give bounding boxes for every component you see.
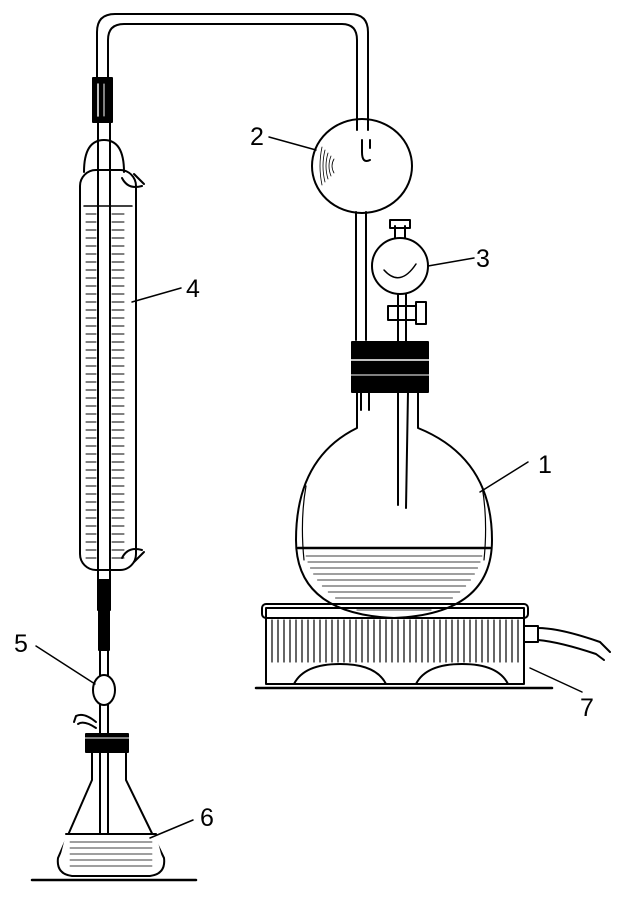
condenser (79, 121, 145, 651)
safety-bulb (311, 118, 413, 341)
rubber-connector (92, 77, 113, 123)
adapter-bulb (92, 649, 116, 839)
receiver-liquid-hatching (69, 841, 153, 867)
receiver-flask (30, 713, 198, 882)
flask-liquid-hatching (305, 555, 483, 611)
label-7: 7 (580, 694, 594, 722)
label-2: 2 (250, 123, 264, 151)
label-3: 3 (476, 245, 490, 273)
dropping-funnel (371, 219, 429, 346)
connecting-tube (96, 13, 369, 131)
label-4: 4 (186, 275, 200, 303)
electric-heater (254, 603, 611, 690)
round-bottom-flask (295, 341, 493, 619)
leader-lines (35, 136, 583, 839)
condenser-hatching (85, 213, 125, 559)
heater-ribbing (271, 619, 519, 663)
label-6: 6 (200, 804, 214, 832)
number-labels: 1 2 3 4 5 6 7 (14, 123, 594, 832)
safety-bulb-shading (319, 146, 335, 186)
label-1: 1 (538, 451, 552, 479)
label-5: 5 (14, 630, 28, 658)
